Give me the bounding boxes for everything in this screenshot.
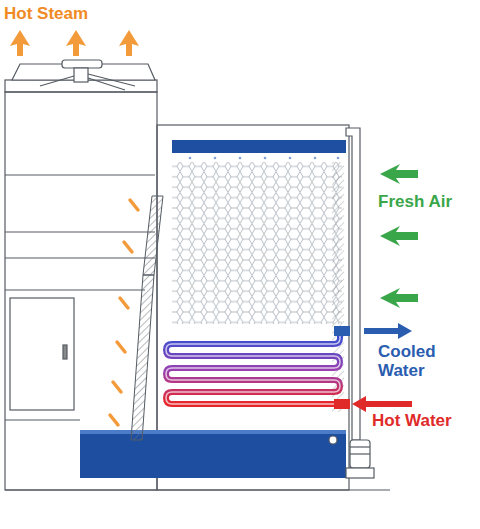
steam-arrows <box>10 30 139 56</box>
panel-line <box>5 419 80 420</box>
steam-label: Hot Steam <box>4 4 144 23</box>
spray-header <box>172 140 346 153</box>
heat-exchange-coil <box>166 332 340 404</box>
fresh-air-arrows <box>380 164 418 308</box>
air-flow-marks <box>110 200 138 425</box>
pump-assembly <box>329 128 374 478</box>
air-arrow <box>380 288 418 308</box>
pump-body <box>346 468 374 478</box>
outlet-flange <box>334 326 350 336</box>
outlet-label: Cooled Water <box>378 342 450 380</box>
panel-line <box>5 174 155 175</box>
access-door <box>10 298 74 410</box>
air-arrow <box>380 226 418 246</box>
fan-blade <box>88 78 125 90</box>
coil-tube <box>166 332 340 404</box>
steam-arrow <box>66 30 86 56</box>
water-basin <box>80 430 346 478</box>
motor-fin <box>350 446 370 447</box>
fan-blade <box>40 76 74 86</box>
eliminator-panel <box>143 196 163 275</box>
air-arrow <box>380 164 418 184</box>
panel-line <box>5 231 155 232</box>
inlet-label: Hot Water <box>372 411 478 430</box>
fill-media <box>172 162 342 324</box>
hot-water-arrow <box>352 396 412 412</box>
motor-fin <box>350 453 370 454</box>
eliminator-panel <box>131 275 154 440</box>
water-surface <box>80 430 346 434</box>
riser-pipe <box>346 128 360 440</box>
inlet-flange <box>334 399 350 409</box>
fan-stack <box>5 60 157 92</box>
door-handle <box>63 345 67 359</box>
motor-shaft <box>74 68 88 82</box>
side-louver <box>332 162 344 412</box>
pump-motor <box>350 440 370 468</box>
steam-arrow <box>119 30 139 56</box>
panel-line <box>5 257 155 258</box>
ground-line <box>5 489 390 490</box>
cooled-water-arrow <box>364 323 412 339</box>
air-label: Fresh Air <box>378 192 478 211</box>
panel-line <box>5 289 145 290</box>
fan-motor <box>62 60 102 68</box>
drift-eliminator <box>131 196 163 440</box>
coil-highlight <box>166 332 340 404</box>
pipe-valve <box>329 436 337 444</box>
steam-arrow <box>10 30 30 56</box>
spray-drops <box>189 157 340 160</box>
